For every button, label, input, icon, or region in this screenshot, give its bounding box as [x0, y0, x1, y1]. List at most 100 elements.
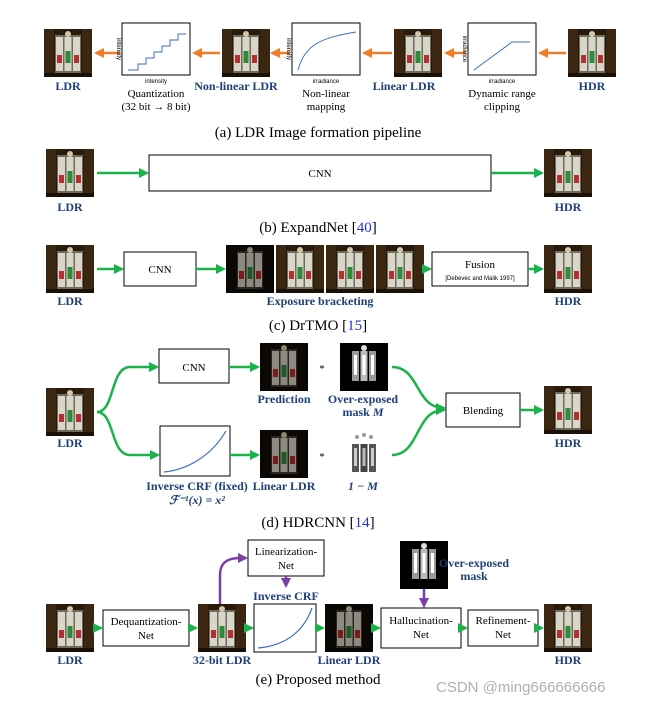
panel-c: LDR CNN Exposure bracketing Fusion [Debe…: [46, 245, 592, 334]
linear-ldr-image: [325, 604, 373, 652]
hallucination-box: [380, 607, 462, 649]
mask-label: Over-exposed: [328, 392, 399, 406]
inverse-mask-image: [340, 430, 388, 478]
ldr-image: [44, 29, 92, 77]
mask-label-2: mask: [460, 569, 488, 583]
crf-curve: [163, 430, 227, 473]
hallucination-label: Hallucination-: [389, 615, 453, 627]
fusion-label: Fusion: [465, 259, 495, 271]
ldr-image: [46, 604, 94, 652]
clipping-curve: [473, 41, 530, 71]
ldr-image: [46, 245, 94, 293]
linear-ldr-label: Linear LDR: [373, 79, 436, 93]
hdr-image: [544, 386, 592, 434]
clip-label: Dynamic range: [468, 88, 536, 100]
caption-e: (e) Proposed method: [256, 672, 381, 688]
32bit-ldr-label: 32-bit LDR: [193, 653, 252, 667]
multiply-sign: *: [319, 363, 325, 375]
linear-ldr-label: Linear LDR: [253, 479, 316, 493]
inverse-crf-plot: [253, 603, 317, 653]
linearization-label: Linearization-: [255, 546, 318, 558]
watermark: CSDN @ming666666666: [436, 679, 606, 696]
cnn-box: [158, 348, 230, 384]
linear-ldr-label: Linear LDR: [318, 653, 381, 667]
mask-label: Over-exposed: [439, 556, 510, 570]
caption-b: (b) ExpandNet [40]: [259, 220, 376, 236]
mapping-curve: [297, 31, 357, 71]
panel-d: LDR CNN Prediction * Over-exposed mask M…: [46, 343, 592, 531]
cnn-label: CNN: [148, 264, 171, 276]
arrow: [391, 405, 446, 457]
arrow-upper: [96, 362, 159, 414]
ldr-label: LDR: [55, 79, 81, 93]
linearization-box: [247, 539, 325, 577]
ldr-label: LDR: [57, 436, 83, 450]
map-label-2: mapping: [307, 101, 346, 113]
hdr-label: HDR: [555, 436, 582, 450]
quantization-plot: [121, 22, 191, 76]
fusion-ref: [Debevec and Malik 1997]: [445, 276, 515, 282]
staircase-curve: [128, 33, 186, 71]
mapping-plot: [291, 22, 361, 76]
crf-formula: ℱ⁻¹(x) = x²: [169, 493, 225, 507]
mask-label-2: mask M: [342, 405, 383, 419]
map-yaxis: intensity: [285, 38, 291, 60]
prediction-image: [260, 343, 308, 391]
inverse-crf-label: Inverse CRF: [253, 589, 319, 603]
mask-image: [340, 343, 388, 391]
inverse-crf-plot: [159, 425, 231, 477]
cnn-label: CNN: [308, 168, 331, 180]
crf-curve: [257, 607, 313, 649]
multiply-sign: *: [319, 451, 325, 463]
arrow-lower: [96, 410, 160, 460]
refinement-box: [467, 609, 539, 647]
arrow: [391, 365, 446, 413]
clip-xaxis: irradiance: [489, 79, 516, 85]
panel-b: LDR CNN HDR (b) ExpandNet [40]: [46, 149, 592, 236]
nonlinear-ldr-image: [222, 29, 270, 77]
blending-box: [445, 392, 521, 428]
ldr-image: [46, 388, 94, 436]
hdr-label: HDR: [555, 294, 582, 308]
quant-yaxis: intensity: [115, 38, 121, 60]
ldr-image: [46, 149, 94, 197]
refinement-label: Refinement-: [476, 615, 531, 627]
hdr-image: [544, 604, 592, 652]
hallucination-label-2: Net: [413, 629, 429, 641]
panel-a: LDR intensity intensity Quantization (32…: [44, 22, 616, 141]
blending-label: Blending: [463, 405, 504, 417]
exposure-bracketing-label: Exposure bracketing: [267, 294, 374, 308]
hdr-image: [544, 149, 592, 197]
map-xaxis: irradiance: [313, 79, 340, 85]
purple-arrow: [218, 553, 248, 604]
32bit-ldr-image: [198, 604, 246, 652]
refinement-label-2: Net: [495, 629, 511, 641]
linearization-label-2: Net: [278, 560, 294, 572]
quant-label: Quantization: [128, 88, 185, 100]
hdr-label: HDR: [555, 653, 582, 667]
nonlinear-ldr-label: Non-linear LDR: [194, 79, 278, 93]
quant-label-2: (32 bit → 8 bit): [121, 101, 190, 113]
panel-e: LDR Dequantization- Net 32-bit LDR Linea…: [46, 539, 592, 688]
cnn-label: CNN: [182, 362, 205, 374]
prediction-label: Prediction: [257, 392, 310, 406]
ldr-label: LDR: [57, 294, 83, 308]
hdr-label: HDR: [555, 200, 582, 214]
caption-a: (a) LDR Image formation pipeline: [215, 125, 422, 141]
cnn-box: [123, 251, 197, 287]
ldr-label: LDR: [57, 653, 83, 667]
hdr-image: [544, 245, 592, 293]
linear-ldr-image: [260, 430, 308, 478]
quant-xaxis: intensity: [145, 79, 167, 85]
ldr-label: LDR: [57, 200, 83, 214]
cnn-box: [148, 154, 492, 192]
hdr-label: HDR: [579, 79, 606, 93]
clip-yaxis: irradiance: [461, 36, 467, 63]
inverse-crf-label: Inverse CRF (fixed): [146, 479, 248, 493]
dequantization-label-2: Net: [138, 630, 154, 642]
dequantization-label: Dequantization-: [111, 616, 182, 628]
one-minus-mask-label: 1 − M: [348, 479, 378, 493]
clip-label-2: clipping: [484, 101, 521, 113]
caption-d: (d) HDRCNN [14]: [261, 515, 374, 531]
